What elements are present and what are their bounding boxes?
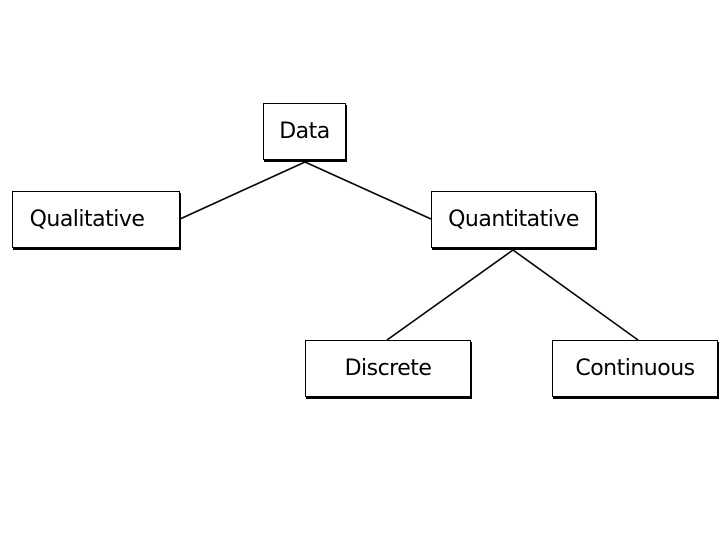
node-continuous: Continuous [552, 340, 718, 397]
edge-quantitative-continuous [512, 249, 639, 341]
node-qualitative: Qualitative [12, 191, 180, 248]
edge-data-quantitative [304, 161, 432, 220]
node-discrete-label: Discrete [344, 356, 432, 381]
edge-data-qualitative [179, 161, 306, 220]
node-qualitative-label: Qualitative [29, 207, 145, 232]
node-data: Data [263, 103, 346, 160]
node-data-label: Data [279, 119, 330, 144]
node-continuous-label: Continuous [575, 356, 695, 381]
node-discrete: Discrete [305, 340, 471, 397]
node-quantitative: Quantitative [431, 191, 596, 248]
node-quantitative-label: Quantitative [448, 207, 579, 232]
edge-quantitative-discrete [386, 249, 514, 341]
